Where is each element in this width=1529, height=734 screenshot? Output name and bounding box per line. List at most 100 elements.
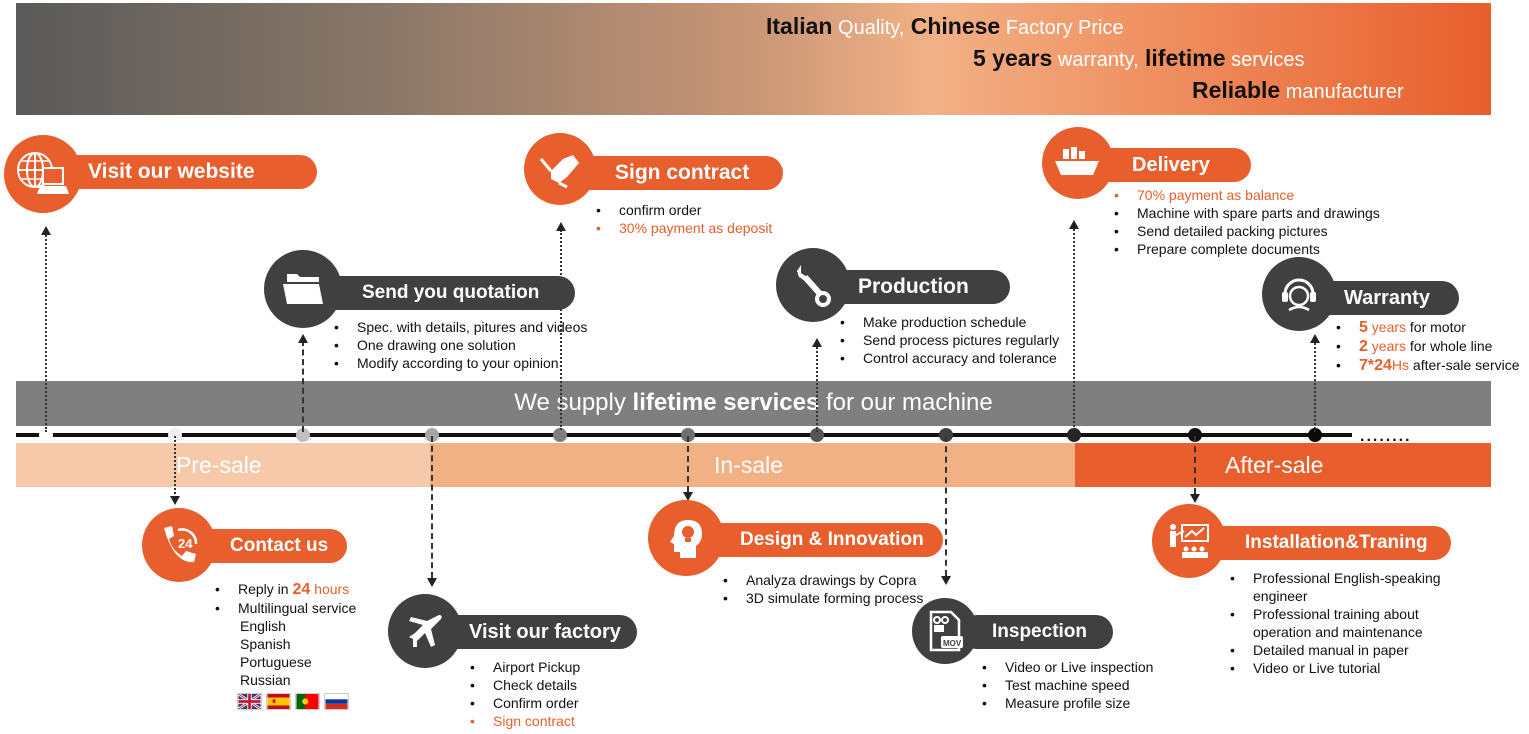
connector-inspection (945, 436, 947, 576)
handshake-icon (524, 133, 596, 205)
bullet-item: Send process pictures regularly (840, 331, 1059, 349)
step-title: Contact us (190, 529, 347, 563)
bullet-item: Control accuracy and tolerance (840, 349, 1059, 367)
arrow-down-icon (427, 578, 437, 587)
step-title: Production (820, 270, 1010, 304)
bullet-item: Airport Pickup (470, 658, 580, 676)
timeline-node-warranty (1308, 428, 1322, 442)
bullet-item: 3D simulate forming process (723, 589, 923, 607)
bullet-item: Reply in 24 hours (215, 580, 356, 599)
connector-delivery (1073, 226, 1075, 430)
arrow-up-icon (556, 222, 566, 231)
connector-installation (1194, 436, 1196, 494)
banner-line-quality: Italian Quality, Chinese Factory Price (766, 13, 1124, 39)
bullet-item: Multilingual service (215, 599, 356, 617)
contract-bullets: confirm order 30% payment as deposit (596, 201, 772, 237)
arrow-down-icon (941, 576, 951, 585)
portugal-flag-icon (295, 693, 320, 710)
bullet-item: 30% payment as deposit (596, 219, 772, 237)
timeline-node-quotation (296, 428, 310, 442)
connector-factory (431, 436, 433, 578)
svg-text:MOV: MOV (943, 639, 962, 648)
step-title: Design & Innovation (700, 523, 943, 557)
timeline-node-inspection (939, 428, 953, 442)
step-title: Inspection (960, 615, 1113, 649)
timeline-node-design (681, 428, 695, 442)
arrow-down-icon (170, 496, 180, 505)
timeline-node-installation (1188, 428, 1202, 442)
language-item: Spanish (240, 636, 291, 652)
inspection-bullets: Video or Live inspection Test machine sp… (982, 658, 1153, 712)
head-lightbulb-icon (648, 500, 724, 576)
bullet-item: One drawing one solution (334, 336, 587, 354)
quotation-bullets: Spec. with details, pitures and videos O… (334, 318, 587, 372)
connector-warranty (1314, 340, 1316, 432)
installation-bullets: Professional English-speaking engineer P… (1230, 569, 1441, 677)
bullet-item: confirm order (596, 201, 772, 219)
step-title: Delivery (1090, 148, 1251, 182)
delivery-bullets: 70% payment as balance Machine with spar… (1114, 186, 1380, 258)
step-title: Visit our factory (430, 615, 637, 649)
bullet-item: Professional training about (1230, 605, 1441, 623)
connector-production (816, 344, 818, 432)
bullet-item: Professional English-speaking (1230, 569, 1441, 587)
arrow-up-icon (812, 338, 822, 347)
warranty-bullets: 5 years for motor 2 years for whole line… (1336, 318, 1520, 375)
language-item: English (240, 618, 286, 634)
contact-bullets: Reply in 24 hours Multilingual service E… (215, 580, 356, 689)
wrench-icon (776, 248, 850, 322)
timeline-node-contact (168, 428, 182, 442)
bullet-item: Analyza drawings by Copra (723, 571, 923, 589)
connector-contact (174, 436, 176, 498)
arrow-down-icon (683, 492, 693, 501)
arrow-up-icon (1310, 334, 1320, 343)
globe-laptop-icon (4, 135, 82, 213)
phase-pre-sale-label: Pre-sale (176, 452, 262, 478)
bullet-item: Detailed manual in paper (1230, 641, 1441, 659)
connector-design (687, 436, 689, 492)
russia-flag-icon (324, 693, 349, 710)
bullet-item: Send detailed packing pictures (1114, 222, 1380, 240)
phase-after-sale-label: After-sale (1225, 452, 1324, 478)
svg-text:24: 24 (178, 536, 193, 551)
bullet-item: Prepare complete documents (1114, 240, 1380, 258)
language-item: Portuguese (240, 654, 312, 670)
bullet-item: engineer (1253, 588, 1308, 604)
bullet-item: 2 years for whole line (1336, 337, 1520, 356)
bullet-item: Video or Live inspection (982, 658, 1153, 676)
bullet-item: operation and maintenance (1253, 624, 1423, 640)
connector-website (45, 232, 47, 432)
arrow-down-icon (1190, 494, 1200, 503)
factory-bullets: Airport Pickup Check details Confirm ord… (470, 658, 580, 730)
phase-after-sale: After-sale (1075, 443, 1491, 487)
arrow-up-icon (1069, 220, 1079, 229)
presentation-training-icon (1152, 504, 1226, 578)
banner-line-reliable: Reliable manufacturer (1192, 77, 1404, 103)
step-title: Send you quotation (310, 276, 575, 310)
airplane-icon (388, 594, 462, 668)
bullet-item: 5 years for motor (1336, 318, 1520, 337)
headset-support-icon (1262, 257, 1336, 331)
bullet-item: 70% payment as balance (1114, 186, 1380, 204)
timeline-node-contract (553, 428, 567, 442)
step-title: Visit our website (50, 155, 317, 189)
bullet-item: Modify according to your opinion (334, 354, 587, 372)
production-bullets: Make production schedule Send process pi… (840, 313, 1059, 367)
timeline-continuation: ........ (1360, 428, 1412, 445)
band-text: We supply lifetime services for our mach… (514, 389, 993, 416)
lifetime-services-band: We supply lifetime services for our mach… (16, 381, 1491, 426)
phase-in-sale: In-sale (430, 443, 1075, 487)
step-title: Installation&Traning (1200, 526, 1451, 560)
phase-pre-sale: Pre-sale (16, 443, 430, 487)
bullet-item: 7*24Hs after-sale service (1336, 356, 1520, 375)
phone-24-icon: 24 (142, 508, 216, 582)
arrow-up-icon (298, 334, 308, 343)
connector-quotation (302, 340, 304, 432)
design-bullets: Analyza drawings by Copra 3D simulate fo… (723, 571, 923, 607)
cargo-ship-icon (1042, 127, 1114, 199)
language-flags (237, 693, 349, 710)
bullet-item: Confirm order (470, 694, 580, 712)
mov-video-file-icon: MOV (912, 598, 978, 664)
phase-in-sale-label: In-sale (714, 452, 784, 478)
bullet-item: Check details (470, 676, 580, 694)
